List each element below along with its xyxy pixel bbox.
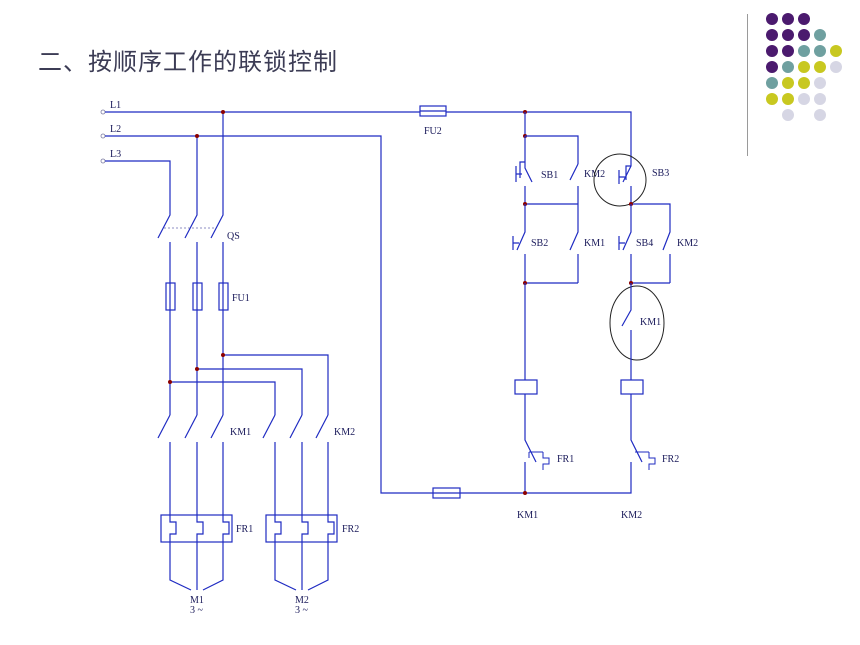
decor-dot [782,61,794,73]
motor-m1: M1 3 ~ [169,560,224,616]
decor-dot [830,45,842,57]
control-branch-km2: SB3 SB4 KM2 KM1 FR2 KM2 [593,153,698,521]
fuse-fu2: FU2 [419,105,447,137]
label-km1-aux-b: KM1 [640,317,661,328]
motor-m2: M2 3 ~ [274,560,329,616]
label-sb1: SB1 [541,170,558,181]
decor-dot [814,77,826,89]
decor-dot [798,77,810,89]
label-km1-coil: KM1 [517,510,538,521]
decor-dot [830,61,842,73]
label-km1-main: KM1 [230,427,251,438]
label-l1: L1 [110,100,121,111]
decor-dot [814,61,826,73]
label-l2: L2 [110,124,121,135]
label-fr1: FR1 [236,524,253,535]
decor-dot [766,93,778,105]
thermal-relay-fr2: FR2 [265,514,359,560]
km1-main-contacts: KM1 [157,414,251,515]
label-m1: M1 [190,595,204,606]
label-km1-aux-a: KM1 [584,238,605,249]
decor-dot [782,109,794,121]
decor-dot [782,77,794,89]
decor-dot [782,29,794,41]
decor-dot [814,109,826,121]
fuse-bottom [432,487,461,499]
label-fu2: FU2 [424,126,442,137]
main-branch-wiring [168,310,329,415]
label-l3: L3 [110,149,121,160]
label-m2: M2 [295,595,309,606]
decor-dot [798,29,810,41]
decor-dot [814,45,826,57]
control-branch-km1: SB1 SB2 KM1 FR1 KM1 [512,110,605,521]
label-fr1-contact: FR1 [557,454,574,465]
switch-qs: QS [157,190,240,283]
decor-divider-line [747,14,748,156]
decor-dot [814,29,826,41]
decor-dot [798,45,810,57]
decor-dot [782,45,794,57]
label-km2-aux-b: KM2 [677,238,698,249]
decor-dot [798,13,810,25]
label-fu1: FU1 [232,293,250,304]
label-sb3: SB3 [652,168,669,179]
slide-title: 二、按顺序工作的联锁控制 [38,48,338,76]
km2-main-contacts: KM2 [262,414,355,515]
label-m1-sub: 3 ~ [190,605,204,616]
label-fr2-contact: FR2 [662,454,679,465]
decor-dot [814,93,826,105]
decor-dot [766,13,778,25]
supply-lines: L1 L2 L3 [100,100,632,494]
label-km2-main: KM2 [334,427,355,438]
label-sb2: SB2 [531,238,548,249]
decor-dot [782,13,794,25]
decor-dot [766,29,778,41]
label-m2-sub: 3 ~ [295,605,309,616]
label-fr2: FR2 [342,524,359,535]
thermal-relay-fr1: FR1 [160,514,253,560]
decor-dot [766,61,778,73]
decor-dot [766,45,778,57]
decor-dot [798,61,810,73]
label-sb4: SB4 [636,238,653,249]
decor-dot [766,77,778,89]
label-km2-coil: KM2 [621,510,642,521]
decor-dot-grid [766,13,842,121]
label-qs: QS [227,231,240,242]
decor-dot [798,93,810,105]
decor-dot [782,93,794,105]
fuses-fu1: FU1 [165,282,250,311]
